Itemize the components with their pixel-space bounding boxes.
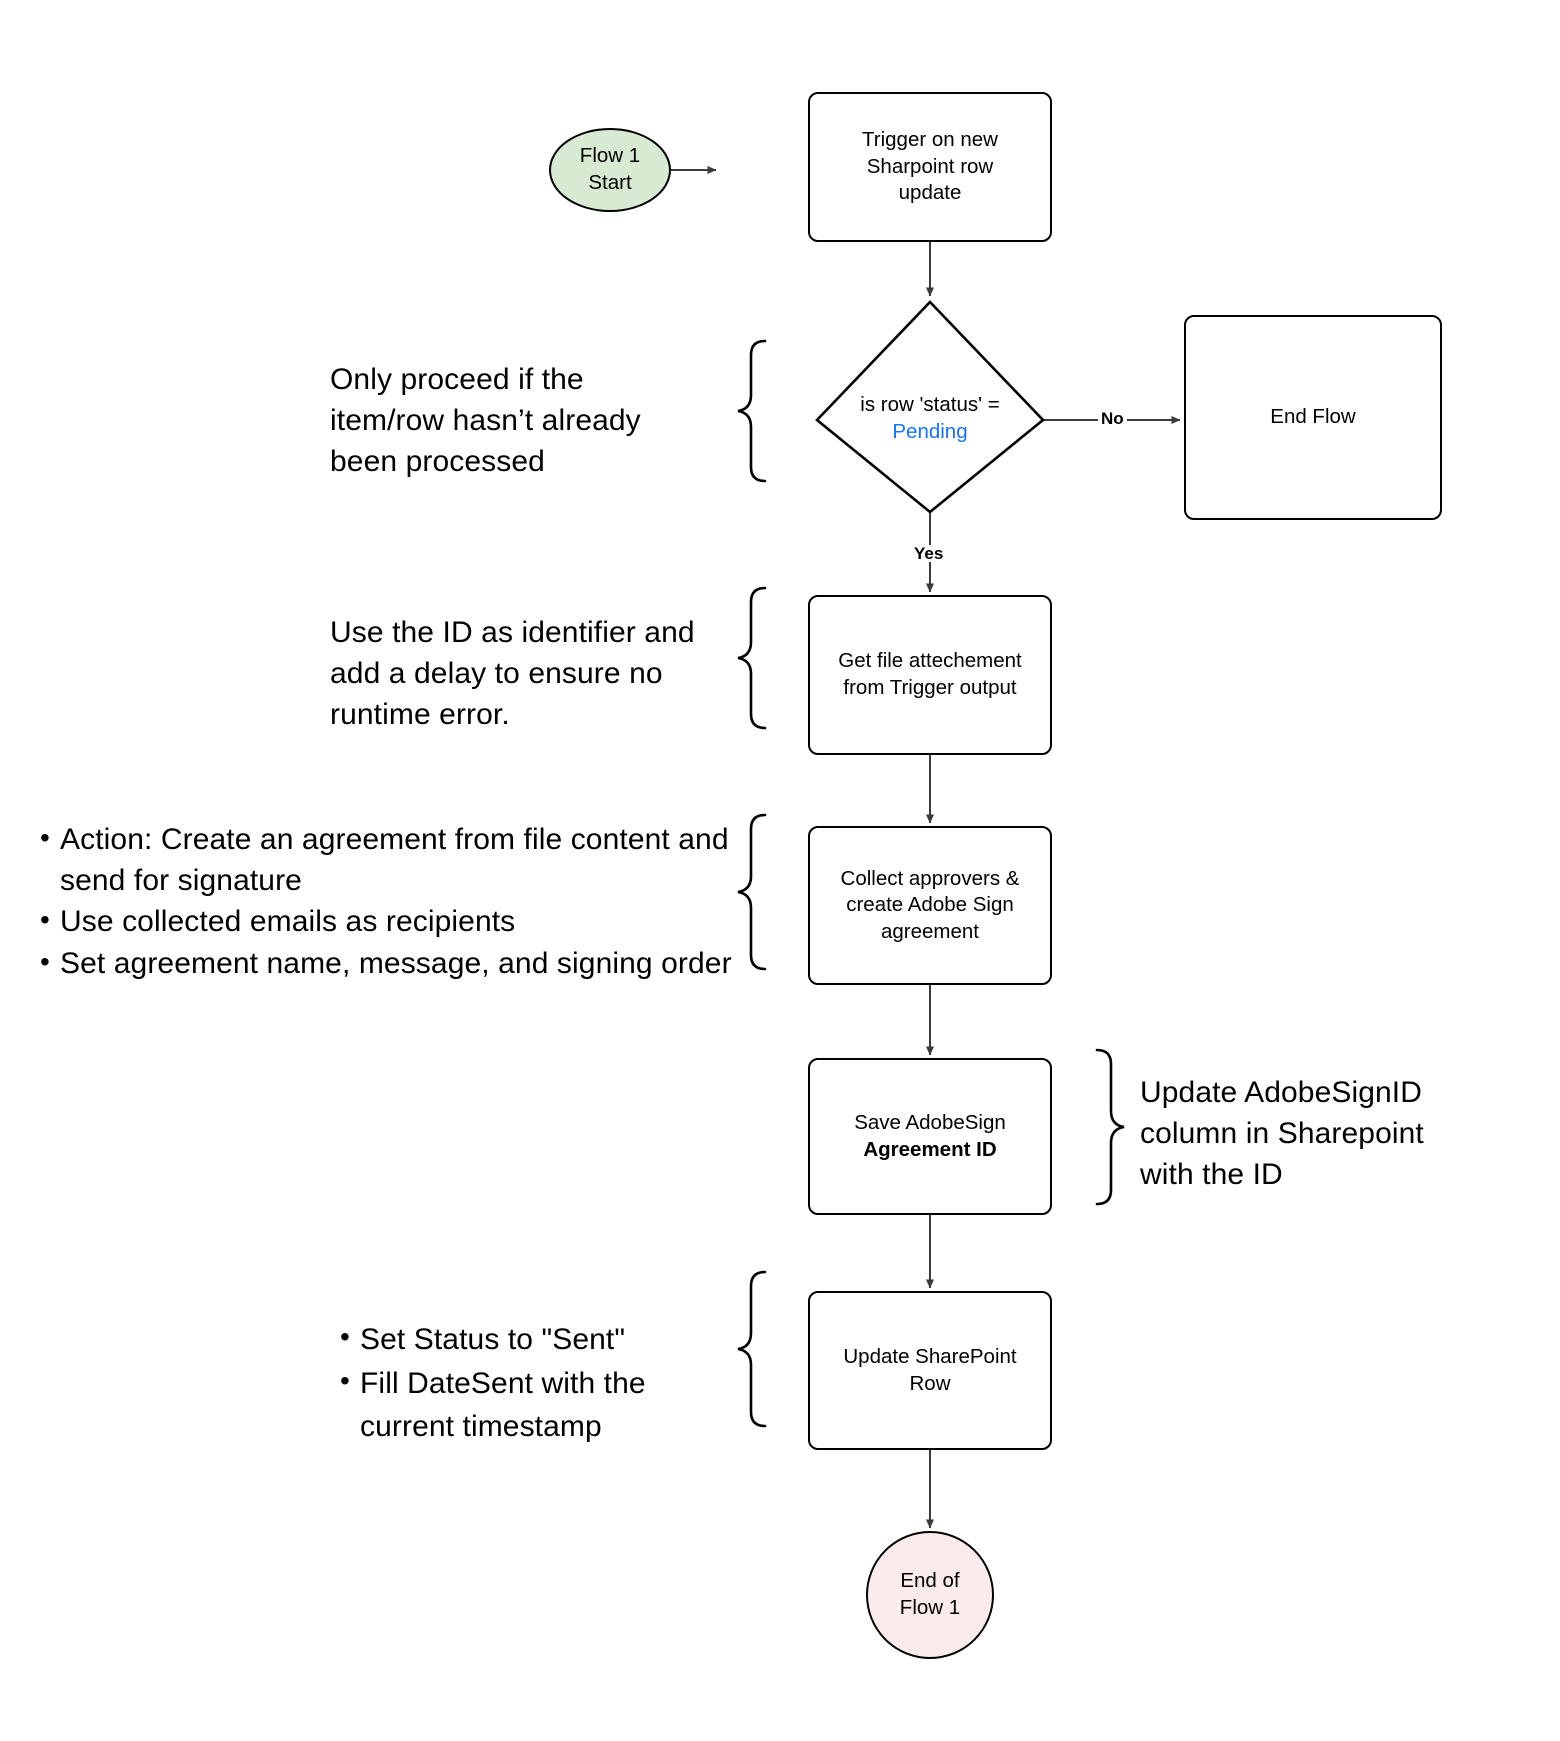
note-use-id-line2: add a delay to ensure no bbox=[330, 656, 663, 690]
node-save-agreement-id-label: Save AdobeSign Agreement ID bbox=[854, 1110, 1006, 1163]
note-update-column-line1: Update AdobeSignID bbox=[1140, 1076, 1423, 1109]
brace-update-column-note bbox=[1095, 1048, 1125, 1206]
brace-status-sent-note bbox=[737, 1270, 767, 1428]
node-update-sharepoint-row-label: Update SharePoint Row bbox=[843, 1344, 1016, 1397]
node-end-flow[interactable]: End Flow bbox=[1184, 315, 1442, 520]
node-get-file-line1: Get file attechement bbox=[838, 649, 1022, 673]
brace-status-note bbox=[737, 339, 767, 483]
node-decision-status[interactable]: is row 'status' = Pending bbox=[820, 392, 1040, 445]
node-collect-line3: agreement bbox=[880, 919, 979, 943]
list-item: Action: Create an agreement from file co… bbox=[38, 819, 738, 902]
note-agreement-bullets: Action: Create an agreement from file co… bbox=[38, 819, 738, 986]
note-update-column-line2: column in Sharepoint bbox=[1140, 1116, 1424, 1150]
node-save-agreement-id[interactable]: Save AdobeSign Agreement ID bbox=[808, 1058, 1052, 1215]
note-update-column-line3: with the ID bbox=[1140, 1157, 1283, 1191]
node-update-row-line2: Row bbox=[909, 1371, 951, 1395]
list-item: Use collected emails as recipients bbox=[38, 901, 738, 943]
note-only-proceed: Only proceed if the item/row hasn’t alre… bbox=[330, 360, 690, 482]
brace-id-note bbox=[737, 586, 767, 730]
note-use-id: Use the ID as identifier and add a delay… bbox=[330, 613, 730, 735]
edge-label-no: No bbox=[1098, 410, 1127, 427]
list-item: Set Status to "Sent" bbox=[338, 1317, 718, 1361]
note-use-id-line1: Use the ID as identifier and bbox=[330, 616, 695, 649]
note-status-sent-list: Set Status to "Sent" Fill DateSent with … bbox=[338, 1317, 718, 1448]
node-end-of-flow[interactable]: End of Flow 1 bbox=[866, 1531, 994, 1659]
node-end-flow-label: End Flow bbox=[1270, 405, 1356, 429]
node-save-id-line2: Agreement ID bbox=[863, 1137, 997, 1161]
node-end-of-flow-line2: Flow 1 bbox=[899, 1596, 961, 1619]
note-update-column: Update AdobeSignID column in Sharepoint … bbox=[1140, 1073, 1500, 1195]
note-agreement-list: Action: Create an agreement from file co… bbox=[38, 819, 738, 985]
note-only-proceed-line2: item/row hasn’t already bbox=[330, 403, 641, 437]
note-only-proceed-line1: Only proceed if the bbox=[330, 363, 584, 396]
list-item: Set agreement name, message, and signing… bbox=[38, 943, 738, 985]
note-use-id-line3: runtime error. bbox=[330, 697, 510, 731]
node-get-file-line2: from Trigger output bbox=[843, 676, 1017, 699]
node-flow-start-label: Flow 1 Start bbox=[580, 143, 640, 196]
node-flow-start-line1: Flow 1 bbox=[579, 144, 641, 168]
node-flow-start[interactable]: Flow 1 Start bbox=[549, 128, 671, 212]
node-end-of-flow-line1: End of bbox=[900, 1569, 960, 1593]
node-save-id-line1: Save AdobeSign bbox=[854, 1110, 1006, 1134]
node-update-row-line1: Update SharePoint bbox=[843, 1344, 1017, 1368]
node-get-file-label: Get file attechement from Trigger output bbox=[838, 648, 1021, 701]
node-trigger-line2: Sharpoint row bbox=[866, 154, 994, 178]
list-item: Fill DateSent with the current timestamp bbox=[338, 1361, 718, 1448]
node-trigger[interactable]: Trigger on new Sharpoint row update bbox=[808, 92, 1052, 242]
node-trigger-label: Trigger on new Sharpoint row update bbox=[862, 127, 998, 207]
node-collect-line2: create Adobe Sign bbox=[846, 893, 1014, 917]
note-only-proceed-line3: been processed bbox=[330, 444, 545, 478]
node-trigger-line1: Trigger on new bbox=[862, 128, 998, 152]
node-collect-line1: Collect approvers & bbox=[840, 866, 1020, 890]
node-trigger-line3: update bbox=[898, 181, 962, 205]
node-decision-line1: is row 'status' = bbox=[860, 393, 1000, 416]
edge-label-yes: Yes bbox=[911, 545, 947, 562]
node-update-sharepoint-row[interactable]: Update SharePoint Row bbox=[808, 1291, 1052, 1450]
node-end-of-flow-label: End of Flow 1 bbox=[900, 1568, 960, 1621]
brace-agreement-note bbox=[737, 813, 767, 971]
node-decision-value-pending: Pending bbox=[892, 419, 968, 443]
node-get-file[interactable]: Get file attechement from Trigger output bbox=[808, 595, 1052, 755]
node-collect-approvers-label: Collect approvers & create Adobe Sign ag… bbox=[841, 866, 1020, 946]
node-collect-approvers[interactable]: Collect approvers & create Adobe Sign ag… bbox=[808, 826, 1052, 985]
note-status-sent-bullets: Set Status to "Sent" Fill DateSent with … bbox=[338, 1317, 718, 1449]
node-flow-start-line2: Start bbox=[588, 171, 632, 194]
